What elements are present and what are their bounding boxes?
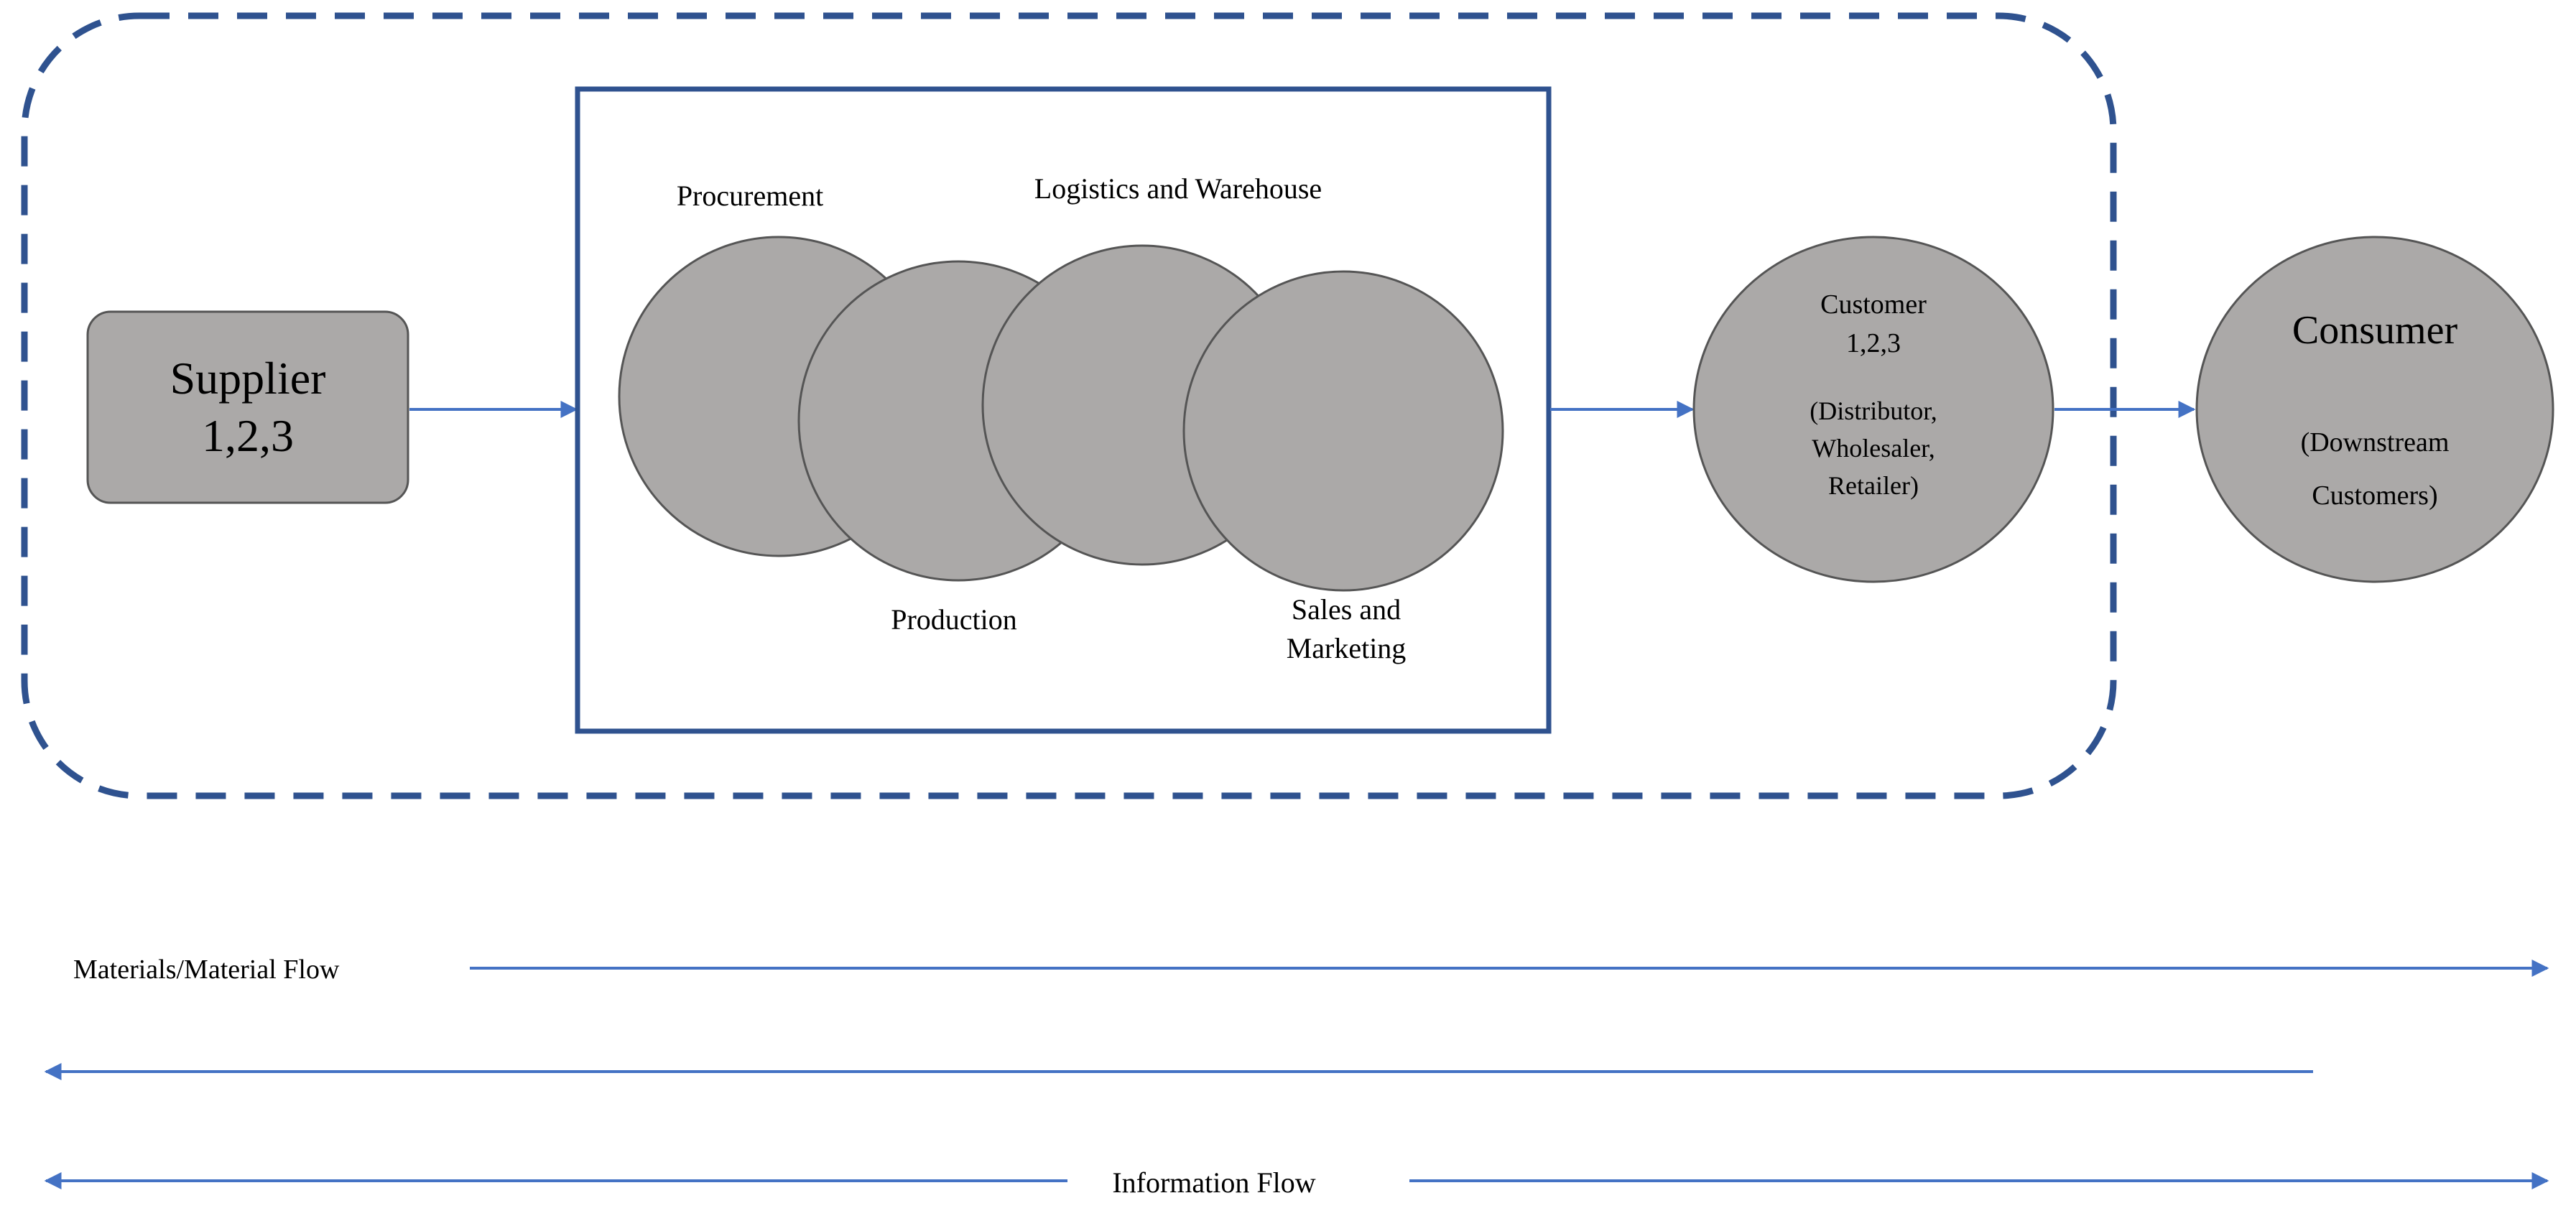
sales-label-line1: Sales and (1292, 593, 1401, 626)
consumer-node: Consumer (Downstream Customers) (2195, 236, 2554, 583)
supplier-box (86, 310, 409, 504)
customer-type-line2: Wholesaler, (1812, 434, 1935, 463)
logistics-label: Logistics and Warehouse (1034, 172, 1322, 205)
information-flow-label: Information Flow (1112, 1166, 1315, 1199)
customer-type-line1: (Distributor, (1810, 396, 1937, 425)
consumer-label: Consumer (2292, 308, 2458, 353)
sales-marketing-circle (1182, 270, 1504, 592)
material-flow-label: Materials/Material Flow (73, 955, 340, 985)
customer-label: Customer (1820, 289, 1927, 320)
supplier-node: Supplier 1,2,3 (86, 310, 409, 504)
customer-number-label: 1,2,3 (1846, 328, 1901, 358)
consumer-sub-line2: Customers) (2312, 480, 2437, 511)
production-label: Production (891, 603, 1017, 636)
customer-type-line3: Retailer) (1828, 471, 1919, 500)
consumer-circle (2195, 236, 2554, 583)
consumer-sub-line1: (Downstream (2301, 427, 2450, 458)
procurement-label: Procurement (677, 180, 823, 212)
supplier-label: Supplier (170, 353, 326, 404)
supply-chain-boundary (21, 12, 2117, 799)
sales-label-line2: Marketing (1287, 632, 1407, 664)
customer-circle (1692, 236, 2054, 583)
supplier-number-label: 1,2,3 (202, 410, 294, 461)
customer-node: Customer 1,2,3 (Distributor, Wholesaler,… (1692, 236, 2054, 583)
